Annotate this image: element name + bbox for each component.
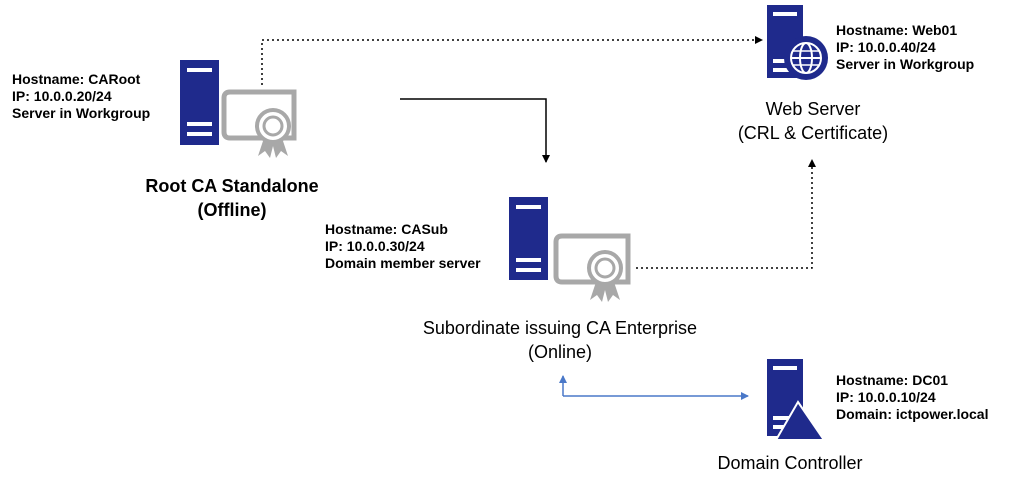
root-ca-hostname: Hostname: CARoot: [12, 71, 141, 87]
sub-ca-info: Hostname: CASub IP: 10.0.0.30/24 Domain …: [325, 221, 481, 272]
sub-ca-hostname: Hostname: CASub: [325, 221, 448, 237]
triangle-icon: [774, 400, 826, 441]
certificate-icon: [553, 233, 631, 302]
dc-ip: IP: 10.0.0.10/24: [836, 389, 936, 405]
sub-ca-caption-line1: Subordinate issuing CA Enterprise: [422, 318, 698, 338]
root-ca-caption: Root CA Standalone (Offline): [122, 174, 342, 222]
web-server-ip: IP: 10.0.0.40/24: [836, 39, 936, 55]
web-server-caption: Web Server (CRL & Certificate): [703, 97, 923, 145]
web-server-caption-line1: Web Server: [765, 99, 861, 119]
sub-ca-caption: Subordinate issuing CA Enterprise (Onlin…: [392, 316, 728, 364]
root-ca-role: Server in Workgroup: [12, 105, 151, 121]
root-ca-info: Hostname: CARoot IP: 10.0.0.20/24 Server…: [12, 71, 150, 122]
root-ca-caption-line1: Root CA Standalone: [145, 176, 319, 196]
server-icon: [180, 60, 219, 145]
dc-role: Domain: ictpower.local: [836, 406, 989, 422]
sub-ca-caption-line2: (Online): [527, 342, 593, 362]
root-ca-ip: IP: 10.0.0.20/24: [12, 88, 112, 104]
root-ca-caption-line2: (Offline): [197, 200, 267, 220]
dc-caption: Domain Controller: [690, 451, 890, 475]
globe-icon: [784, 36, 828, 80]
connector-root-to-sub: [400, 98, 550, 163]
dc-hostname: Hostname: DC01: [836, 372, 949, 388]
certificate-icon: [221, 89, 297, 158]
connector-sub-to-web: [636, 159, 816, 269]
dc-info: Hostname: DC01 IP: 10.0.0.10/24 Domain: …: [836, 372, 988, 423]
sub-ca-role: Domain member server: [325, 255, 481, 271]
server-icon: [509, 197, 548, 280]
web-server-info: Hostname: Web01 IP: 10.0.0.40/24 Server …: [836, 22, 974, 73]
sub-ca-ip: IP: 10.0.0.30/24: [325, 238, 425, 254]
web-server-caption-line2: (CRL & Certificate): [737, 123, 889, 143]
dc-caption-line1: Domain Controller: [717, 453, 863, 473]
connector-root-to-web: [261, 36, 763, 85]
web-server-hostname: Hostname: Web01: [836, 22, 958, 38]
web-server-role: Server in Workgroup: [836, 56, 975, 72]
